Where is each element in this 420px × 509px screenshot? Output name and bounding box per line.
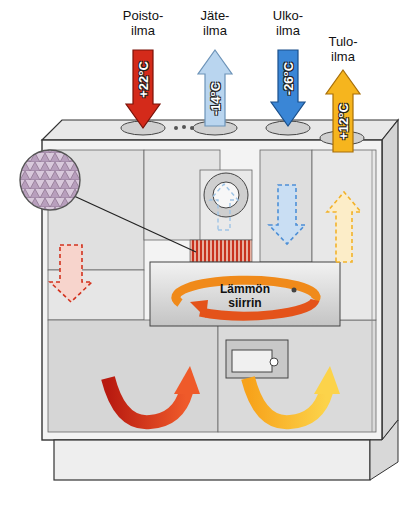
air-label: Poisto- ilma — [123, 8, 163, 38]
arrow-outline — [326, 70, 360, 152]
arrow-outline — [198, 50, 232, 126]
heat-exchanger: Lämmön siirrin — [150, 262, 340, 326]
airflow-arrow: Ulko- ilma -26°C — [258, 8, 318, 126]
airflow-arrow: Poisto- ilma +22°C — [113, 8, 173, 128]
temperature: +22°C — [135, 61, 150, 98]
arrow-outline — [271, 50, 305, 126]
exchanger-label: Lämmön siirrin — [220, 282, 270, 310]
arrow-outline — [126, 50, 160, 128]
air-label: Tulo- ilma — [328, 34, 357, 64]
temperature: -14°C — [208, 81, 223, 114]
temperature: +12°C — [335, 103, 350, 140]
air-label: Jäte- ilma — [201, 8, 230, 38]
airflow-arrow: Jäte- ilma -14°C — [185, 8, 245, 126]
airflow-arrow: Tulo- ilma +12°C — [315, 34, 371, 152]
temperature: -26°C — [281, 61, 296, 94]
air-label: Ulko- ilma — [273, 8, 303, 38]
